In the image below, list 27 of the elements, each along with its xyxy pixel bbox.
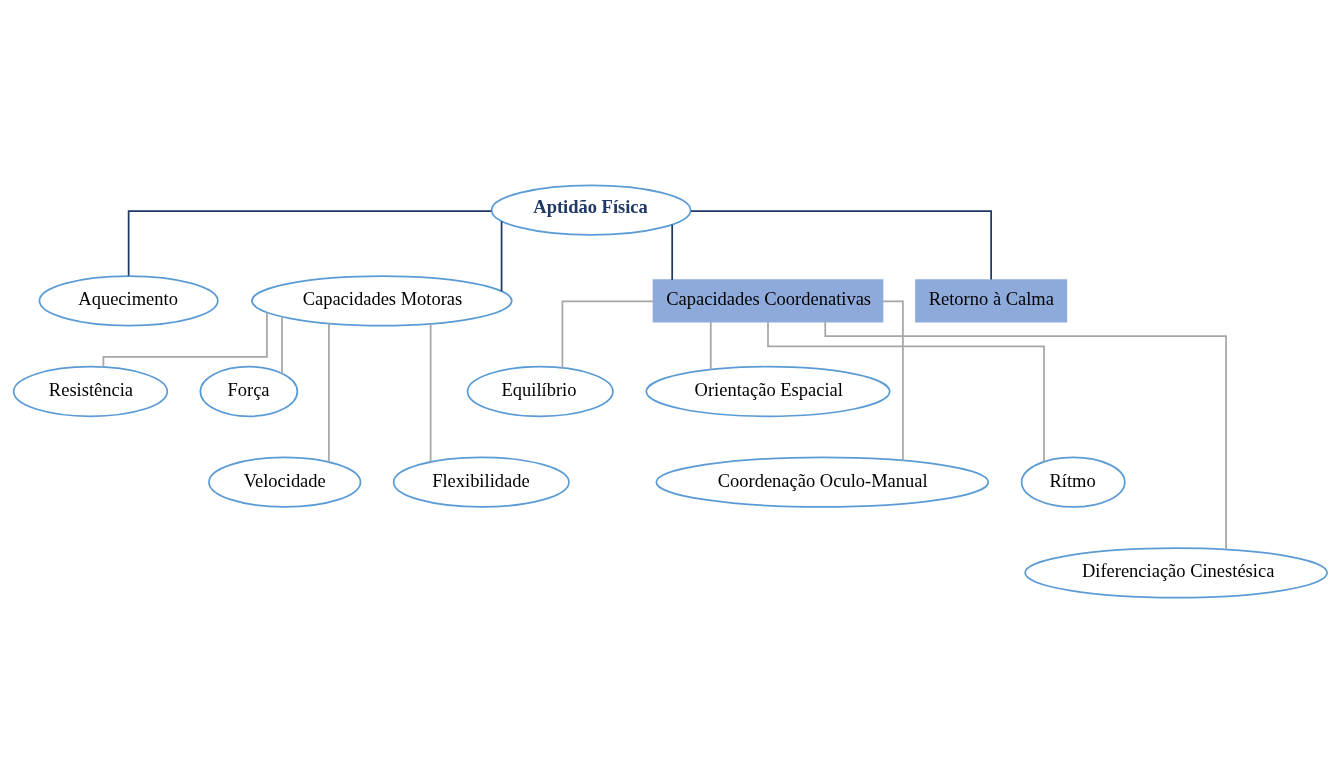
connector [881,300,904,462]
node-ellipse: Aptidão Física [490,184,692,236]
node-ellipse: Capacidades Motoras [251,274,513,326]
connector [127,209,493,277]
node-ellipse: Velocidade [208,456,362,508]
connector [671,223,674,281]
connector [709,320,712,370]
connector [690,209,992,280]
node-ellipse: Aquecimento [38,274,219,326]
connector [281,315,283,374]
node-ellipse: Força [199,365,299,417]
connector [328,322,330,463]
node-ellipse: Resistência [12,365,169,417]
node-ellipse: Coordenação Oculo-Manual [655,456,990,508]
connector [767,320,1045,463]
node-ellipse: Rítmo [1020,456,1126,508]
node-box: Retorno à Calma [915,278,1068,322]
node-box: Capacidades Coordenativas [652,278,884,322]
node-ellipse: Diferenciação Cinestésica [1024,546,1329,598]
connector [824,320,1227,550]
node-ellipse: Equilíbrio [466,365,614,417]
connector [500,219,503,292]
connector [429,322,432,463]
connector [102,311,268,368]
node-ellipse: Flexibilidade [392,456,570,508]
node-ellipse: Orientação Espacial [645,365,891,417]
connector [561,300,655,369]
